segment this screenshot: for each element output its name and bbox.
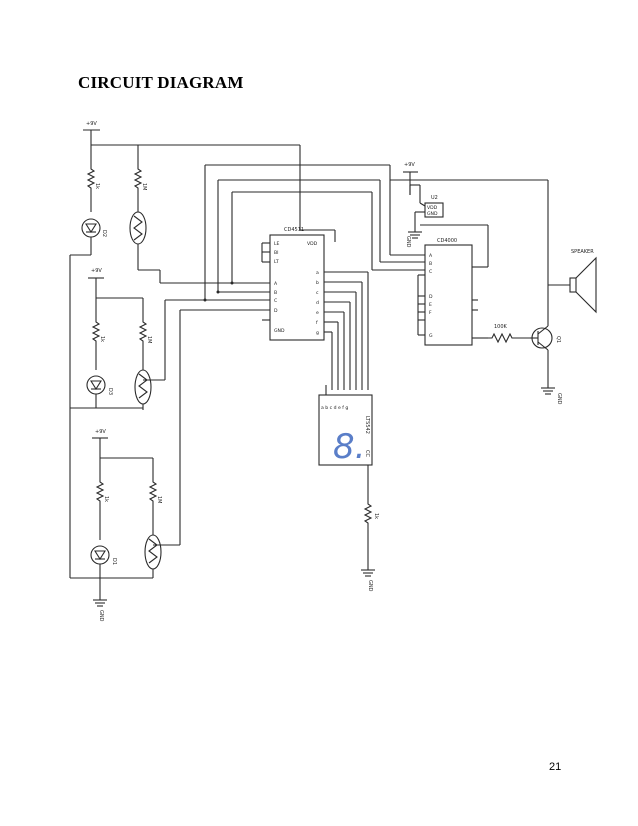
supply-label-2: +9V: [91, 268, 102, 274]
svg-text:D: D: [274, 308, 278, 314]
ground-label-2: GND: [367, 580, 373, 592]
page-number: 21: [549, 761, 562, 773]
svg-text:U2: U2: [431, 195, 438, 201]
resistor-100k: 100K: [494, 324, 508, 330]
svg-text:CC: CC: [364, 450, 370, 457]
svg-text:G: G: [429, 333, 433, 339]
ground-label-4: GND: [556, 393, 562, 405]
svg-text:B: B: [429, 261, 432, 267]
supply-4: +9V: [403, 162, 421, 203]
svg-text:1M: 1M: [146, 336, 152, 344]
ic-cd4000: CD4000 A B C D E F G: [417, 238, 488, 346]
svg-text:1k: 1k: [94, 183, 100, 189]
svg-text:1k: 1k: [99, 336, 105, 342]
svg-text:e: e: [316, 311, 319, 316]
svg-text:C: C: [429, 269, 432, 275]
svg-text:A: A: [429, 253, 433, 259]
ic-cd4000-name: CD4000: [437, 238, 457, 244]
svg-text:a b c d e f g: a b c d e f g: [321, 405, 348, 411]
segment-bus: [324, 271, 369, 395]
svg-text:f: f: [316, 320, 318, 326]
display-digit: 8.: [333, 427, 365, 467]
svg-text:g: g: [316, 331, 319, 336]
svg-text:A: A: [274, 281, 278, 287]
supply-label-4: +9V: [404, 162, 415, 168]
svg-text:E: E: [429, 302, 432, 308]
led-branch-1: 1k D2 1M: [70, 145, 161, 283]
output-stage: 100K Q1 GND SPEAKER: [390, 179, 597, 405]
svg-text:D: D: [429, 294, 433, 300]
svg-text:GND: GND: [274, 328, 285, 334]
svg-text:1M: 1M: [141, 183, 147, 191]
supply-label-3: +9V: [95, 429, 106, 435]
svg-text:VDD: VDD: [427, 205, 438, 211]
svg-text:LT: LT: [274, 259, 279, 265]
supply-2: +9V: [88, 268, 144, 318]
supply-1: +9V: [83, 121, 336, 242]
supply-3: +9V: [92, 429, 154, 478]
supply-label-1: +9V: [86, 121, 97, 127]
ground-label-3: GND: [405, 236, 411, 248]
led-label-d2: D2: [101, 230, 107, 237]
ic-cd4511: CD4511 LE BI LT A B C D GND VDD a b c d …: [269, 227, 325, 341]
svg-text:a: a: [316, 271, 319, 276]
led-label-d3: D3: [107, 388, 113, 395]
svg-text:d: d: [316, 300, 319, 306]
svg-text:1k: 1k: [103, 496, 109, 502]
transistor-label: Q1: [555, 336, 561, 343]
svg-text:LE: LE: [274, 241, 280, 247]
page-title: CIRCUIT DIAGRAM: [78, 73, 244, 92]
led-branch-3: 1k D1 1M: [90, 309, 270, 578]
svg-text:1M: 1M: [156, 496, 162, 504]
display-name: LTS542: [364, 416, 370, 434]
svg-text:F: F: [429, 310, 432, 316]
svg-text:GND: GND: [427, 211, 438, 217]
svg-text:c: c: [316, 291, 319, 296]
led-branch-2: 1k D3 1M: [86, 299, 205, 410]
svg-text:b: b: [316, 280, 319, 286]
svg-text:VDD: VDD: [307, 241, 318, 247]
input-bus: [160, 164, 425, 321]
left-ground-bus: GND: [69, 255, 153, 622]
led-label-d1: D1: [111, 558, 117, 565]
svg-text:C: C: [274, 298, 277, 304]
speaker-label: SPEAKER: [571, 249, 594, 255]
svg-text:B: B: [274, 290, 277, 296]
svg-text:1k: 1k: [373, 513, 379, 519]
ic-cd4511-name: CD4511: [284, 227, 304, 233]
svg-text:BI: BI: [274, 250, 279, 256]
ic-u2: U2 VDD GND GND: [405, 195, 489, 268]
ground-label-1: GND: [98, 610, 104, 622]
seven-segment-display: a b c d e f g LTS542 CC 8. 1k GND: [318, 394, 379, 592]
